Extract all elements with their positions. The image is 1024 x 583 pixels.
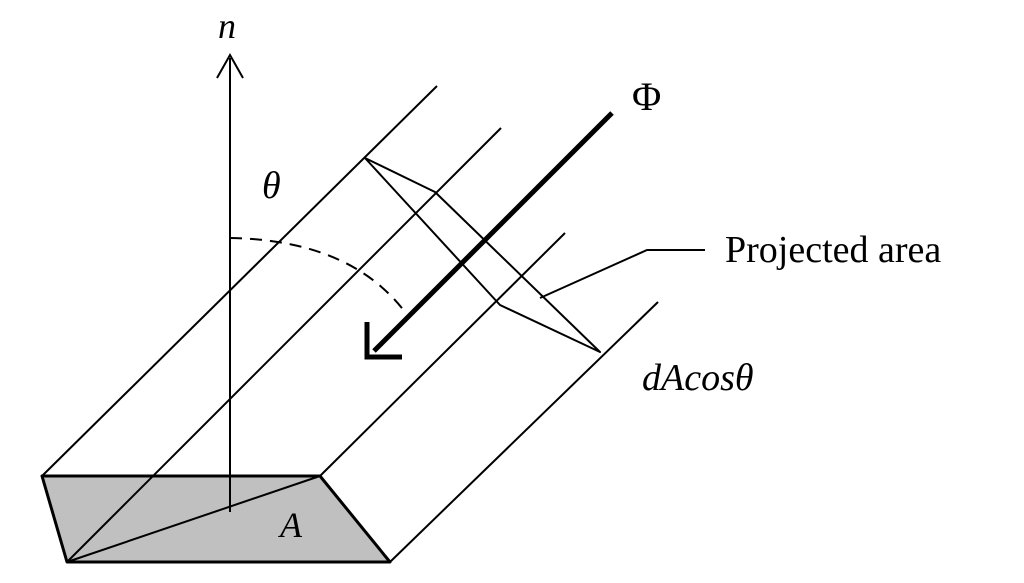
projected-area-formula: dAcosθ [642,357,754,399]
flux-label: Φ [632,74,661,119]
base-inner-edge [66,475,321,563]
beam-line-2 [66,127,502,563]
angle-arc [229,237,406,313]
beam-line-4 [389,301,659,563]
normal-label: n [218,6,236,46]
beam-lines [41,85,659,563]
beam-line-3 [319,232,566,477]
beam-line-1 [41,85,438,477]
area-label: A [278,505,303,545]
projected-area-plane [364,157,601,353]
projected-area-leader [539,249,705,299]
flux-arrowhead [364,322,402,360]
normal-arrowhead [216,52,244,79]
surface-area-a [40,474,392,564]
flux-arrow-shaft [372,111,614,353]
angle-label: θ [262,165,281,207]
projected-area-label: Projected area [725,229,941,271]
